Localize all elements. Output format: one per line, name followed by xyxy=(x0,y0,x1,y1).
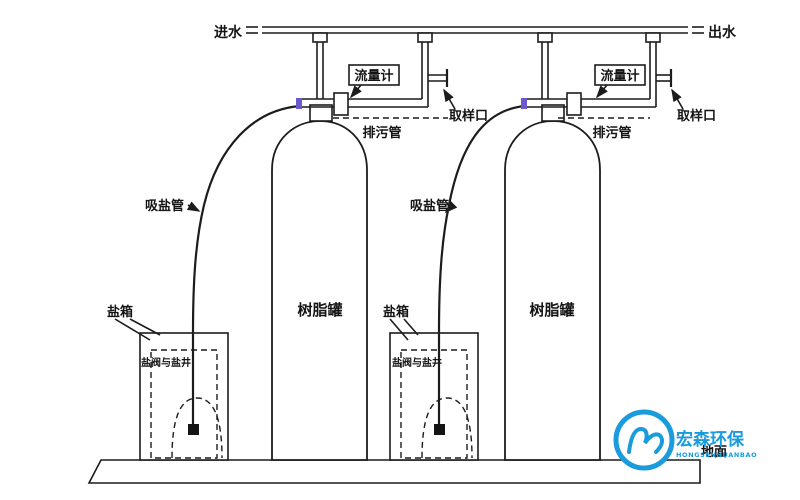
salt-box-leader xyxy=(129,318,161,336)
salt-suction-pipe-label: 吸盐管 xyxy=(145,198,184,214)
brand-subtitle: HONGSENHUANBAO xyxy=(676,451,757,459)
valve-union-fitting xyxy=(566,92,582,116)
flow-meter-label: 流量计 xyxy=(354,68,393,84)
brand-logo: 宏森环保 HONGSENHUANBAO xyxy=(613,409,757,471)
tank-neck xyxy=(309,104,333,122)
tank-body xyxy=(504,120,601,461)
flow-meter-2: 流量计 xyxy=(594,64,646,99)
salt-suction-callout-2: 吸盐管 xyxy=(410,198,458,214)
sampling-port-leader xyxy=(671,88,684,110)
salt-box-callout-2: 盐箱 xyxy=(383,304,419,341)
flow-meter-leader xyxy=(349,84,362,99)
resin-tank-label: 树脂罐 xyxy=(529,301,574,319)
pipe-tee-fitting xyxy=(312,32,328,43)
brine-injector-fitting xyxy=(521,98,527,109)
logo-wave-icon xyxy=(627,426,665,454)
ground-label: 地面 xyxy=(701,444,727,460)
salt-well-dashed-outline xyxy=(400,349,468,459)
pipe-tee-fitting xyxy=(537,32,553,43)
brine-injector-fitting xyxy=(296,98,302,109)
salt-box-body xyxy=(139,332,229,461)
salt-box-label: 盐箱 xyxy=(107,304,133,320)
sampling-port-1: 取样口 xyxy=(443,88,488,124)
valve-union-fitting xyxy=(333,92,349,116)
salt-well-dome xyxy=(171,397,223,459)
salt-suction-leader xyxy=(444,200,458,214)
flow-meter-label: 流量计 xyxy=(600,68,639,84)
salt-box-callout-1: 盐箱 xyxy=(107,304,161,341)
resin-tank-2: 树脂罐 xyxy=(504,104,601,461)
drain-pipe-label-2: 排污管 xyxy=(592,125,631,141)
inlet-label: 进水 xyxy=(214,24,243,41)
salt-foot-valve xyxy=(188,424,199,435)
salt-box-leader xyxy=(403,318,419,336)
salt-well-dashed-outline xyxy=(150,349,218,459)
sampling-port-label: 取样口 xyxy=(677,108,716,124)
resin-tank-label: 树脂罐 xyxy=(297,301,342,319)
valve-head-1 xyxy=(296,69,449,119)
salt-suction-callout-1: 吸盐管 xyxy=(145,198,201,214)
salt-suction-pipe-1 xyxy=(188,104,301,435)
brand-name: 宏森环保 xyxy=(676,429,745,450)
sampling-port-leader xyxy=(443,88,456,110)
salt-box-body xyxy=(389,332,479,461)
sampling-port-2: 取样口 xyxy=(671,88,716,124)
salt-box-1: 盐阀与盐井 xyxy=(139,332,229,461)
flow-meter-label-box xyxy=(594,64,646,86)
salt-suction-pipe-label: 吸盐管 xyxy=(410,198,449,214)
sampling-port-label: 取样口 xyxy=(449,108,488,124)
resin-tank-1: 树脂罐 xyxy=(271,104,368,461)
salt-box-label: 盐箱 xyxy=(383,304,409,320)
tank-neck xyxy=(541,104,565,122)
tank-body xyxy=(271,120,368,461)
salt-box-leader xyxy=(389,318,409,341)
salt-box-leader xyxy=(114,318,151,341)
salt-suction-pipe xyxy=(191,104,301,424)
salt-suction-leader xyxy=(186,201,201,212)
salt-well-dome xyxy=(421,397,473,459)
flow-meter-leader xyxy=(595,84,608,99)
ground-platform xyxy=(87,459,701,484)
main-water-pipe xyxy=(246,26,704,107)
flow-meter-label-box xyxy=(348,64,400,86)
ground-shape xyxy=(87,459,701,484)
flow-meter-1: 流量计 xyxy=(348,64,400,99)
salt-valve-well-label: 盐阀与盐井 xyxy=(392,356,442,369)
pipe-tee-fitting xyxy=(417,32,433,43)
salt-box-2: 盐阀与盐井 xyxy=(389,332,479,461)
salt-foot-valve xyxy=(434,424,445,435)
drain-pipe-label-1: 排污管 xyxy=(362,125,401,141)
outlet-label: 出水 xyxy=(708,24,737,41)
pipe-tee-fitting xyxy=(645,32,661,43)
salt-valve-well-label: 盐阀与盐井 xyxy=(141,356,191,369)
valve-head-2 xyxy=(521,69,673,119)
